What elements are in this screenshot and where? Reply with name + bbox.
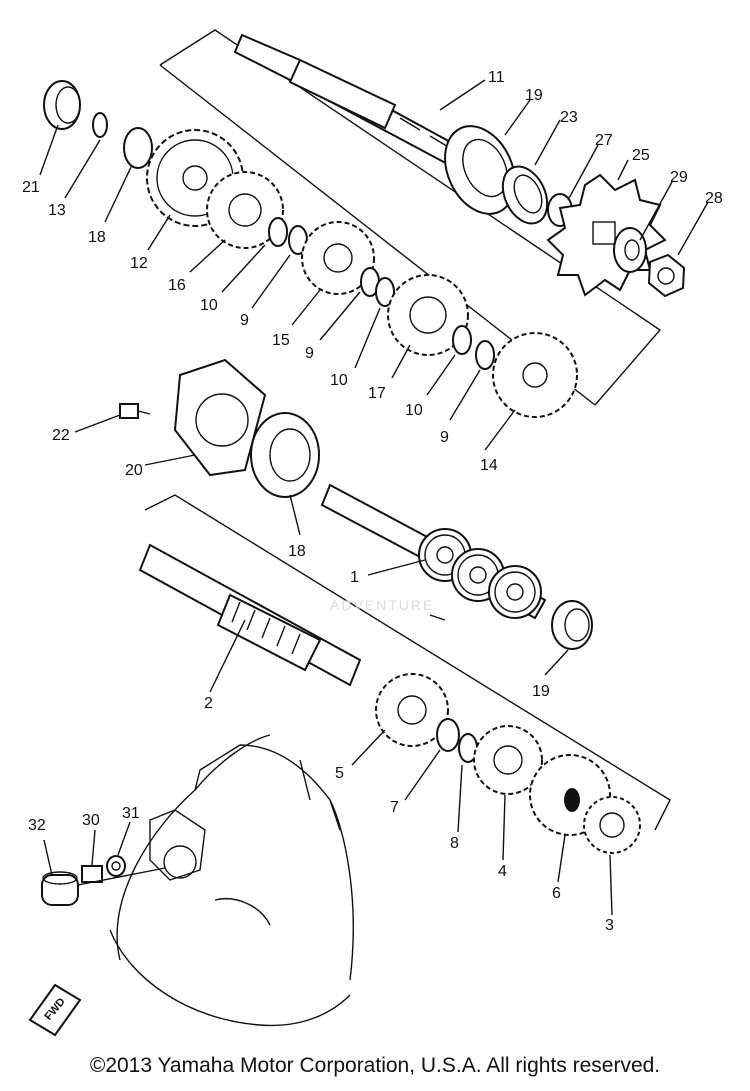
main-axle-group-bracket: [144, 494, 671, 831]
drive-axle: [233, 33, 467, 170]
drive-sprocket-26: [546, 173, 667, 297]
gear-16: [206, 171, 284, 249]
callout-15: 15: [272, 332, 290, 349]
callout-2: 2: [204, 695, 213, 712]
callout-1: 1: [350, 569, 359, 586]
gear-14: [492, 332, 578, 418]
main-axle-1: [320, 483, 547, 620]
circlip-9c: [475, 340, 495, 370]
leader-lines: [39, 79, 709, 916]
callout-6: 6: [552, 885, 561, 902]
callout-28: 28: [705, 190, 723, 207]
gasket-31: [106, 855, 126, 877]
callout-16: 16: [168, 277, 186, 294]
crankcase-outline: [109, 734, 354, 1027]
callout-5: 5: [335, 765, 344, 782]
callout-labels: 11 19 23 27 25 29 28 21 13 18 12 16 10 9…: [22, 69, 723, 934]
plug-30: [81, 865, 103, 883]
bearing-plate-21: [173, 358, 267, 477]
copyright-footer: ©2013 Yamaha Motor Corporation, U.S.A. A…: [89, 1054, 661, 1077]
callout-14: 14: [480, 457, 498, 474]
callout-9a: 9: [240, 312, 249, 329]
callout-27: 27: [595, 132, 613, 149]
gear-15: [301, 221, 375, 295]
callout-17: 17: [368, 385, 386, 402]
lock-washer-29: [613, 227, 647, 273]
screw-22: [119, 403, 151, 419]
callout-12: 12: [130, 255, 148, 272]
callout-20: 18: [288, 543, 306, 560]
callout-13: 13: [48, 202, 66, 219]
callout-9c: 9: [440, 429, 449, 446]
callout-29: 29: [670, 169, 688, 186]
callout-4: 4: [498, 863, 507, 880]
fwd-arrow-icon: FWD: [28, 983, 82, 1037]
gear-17: [387, 274, 469, 356]
callout-7: 7: [390, 799, 399, 816]
washer-10a: [268, 217, 288, 247]
drive-axle-2: [138, 543, 362, 687]
transmission-exploded-diagram: FWD: [22, 29, 723, 1037]
callout-31: 31: [122, 805, 140, 822]
washer-13: [92, 112, 108, 138]
callout-26: 25: [632, 147, 650, 164]
callout-11: 11: [488, 69, 505, 86]
gear-3: [583, 796, 641, 854]
callout-18: 18: [88, 229, 106, 246]
bearing-20: [250, 412, 320, 498]
callout-10b: 10: [330, 372, 348, 389]
washer-10c: [452, 325, 472, 355]
callout-19: 19: [532, 683, 550, 700]
circlip-18: [123, 127, 153, 169]
callout-9b: 9: [305, 345, 314, 362]
gear-5: [375, 673, 449, 747]
callout-32: 32: [28, 817, 46, 834]
callout-21: 20: [125, 462, 143, 479]
bearing-25: [43, 80, 81, 130]
callout-23: 19: [525, 87, 543, 104]
washer-7: [436, 718, 460, 752]
gear-4: [473, 725, 543, 795]
washer-10b: [375, 277, 395, 307]
watermark-text: ADVENTURE: [330, 597, 434, 613]
oil-seal-24: [501, 165, 549, 225]
callout-30: 30: [82, 812, 100, 829]
callout-10c: 10: [405, 402, 423, 419]
bearing-19: [551, 600, 593, 650]
callout-3: 3: [605, 917, 614, 934]
callout-22: 22: [52, 427, 70, 444]
cap-32: [41, 871, 79, 906]
bearing-23: [444, 125, 516, 215]
nut-28: [647, 253, 686, 298]
callout-24: 23: [560, 109, 578, 126]
callout-25: 21: [22, 179, 40, 196]
callout-10a: 10: [200, 297, 218, 314]
callout-8: 8: [450, 835, 459, 852]
